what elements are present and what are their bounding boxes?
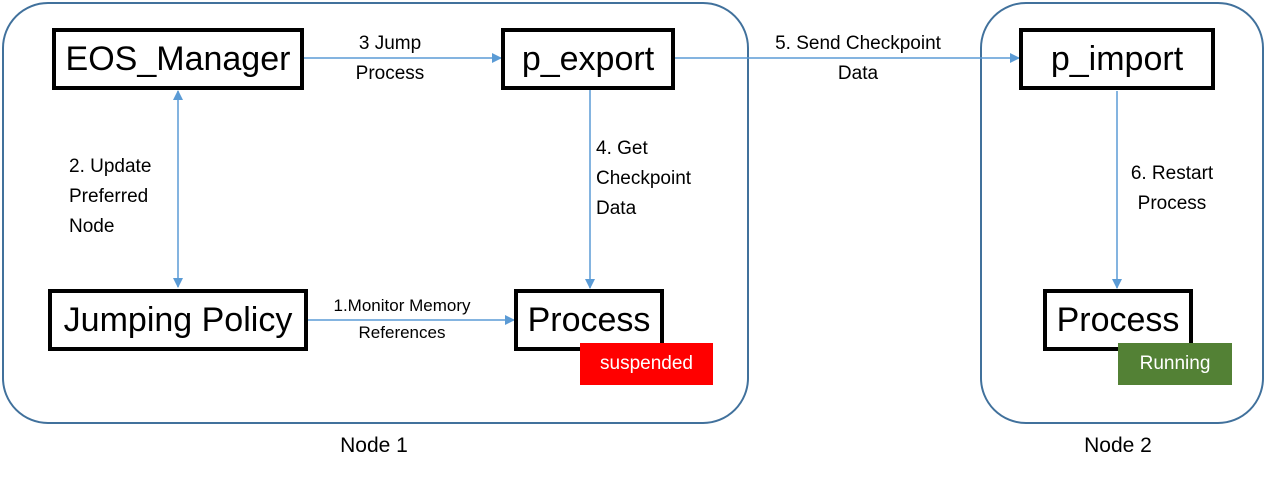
node-1-label: Node 1 xyxy=(340,434,408,457)
node-2-container xyxy=(980,2,1264,424)
process-node2-box: Process xyxy=(1043,289,1193,351)
suspended-badge: suspended xyxy=(580,343,713,385)
process-node1-box: Process xyxy=(514,289,664,351)
node-1-container xyxy=(2,2,749,424)
eos-manager-box: EOS_Manager xyxy=(52,28,304,90)
p-import-box: p_import xyxy=(1019,28,1215,90)
p-export-box: p_export xyxy=(501,28,675,90)
jumping-policy-box: Jumping Policy xyxy=(48,289,308,351)
running-badge: Running xyxy=(1118,343,1232,385)
node-2-label: Node 2 xyxy=(1084,434,1152,457)
